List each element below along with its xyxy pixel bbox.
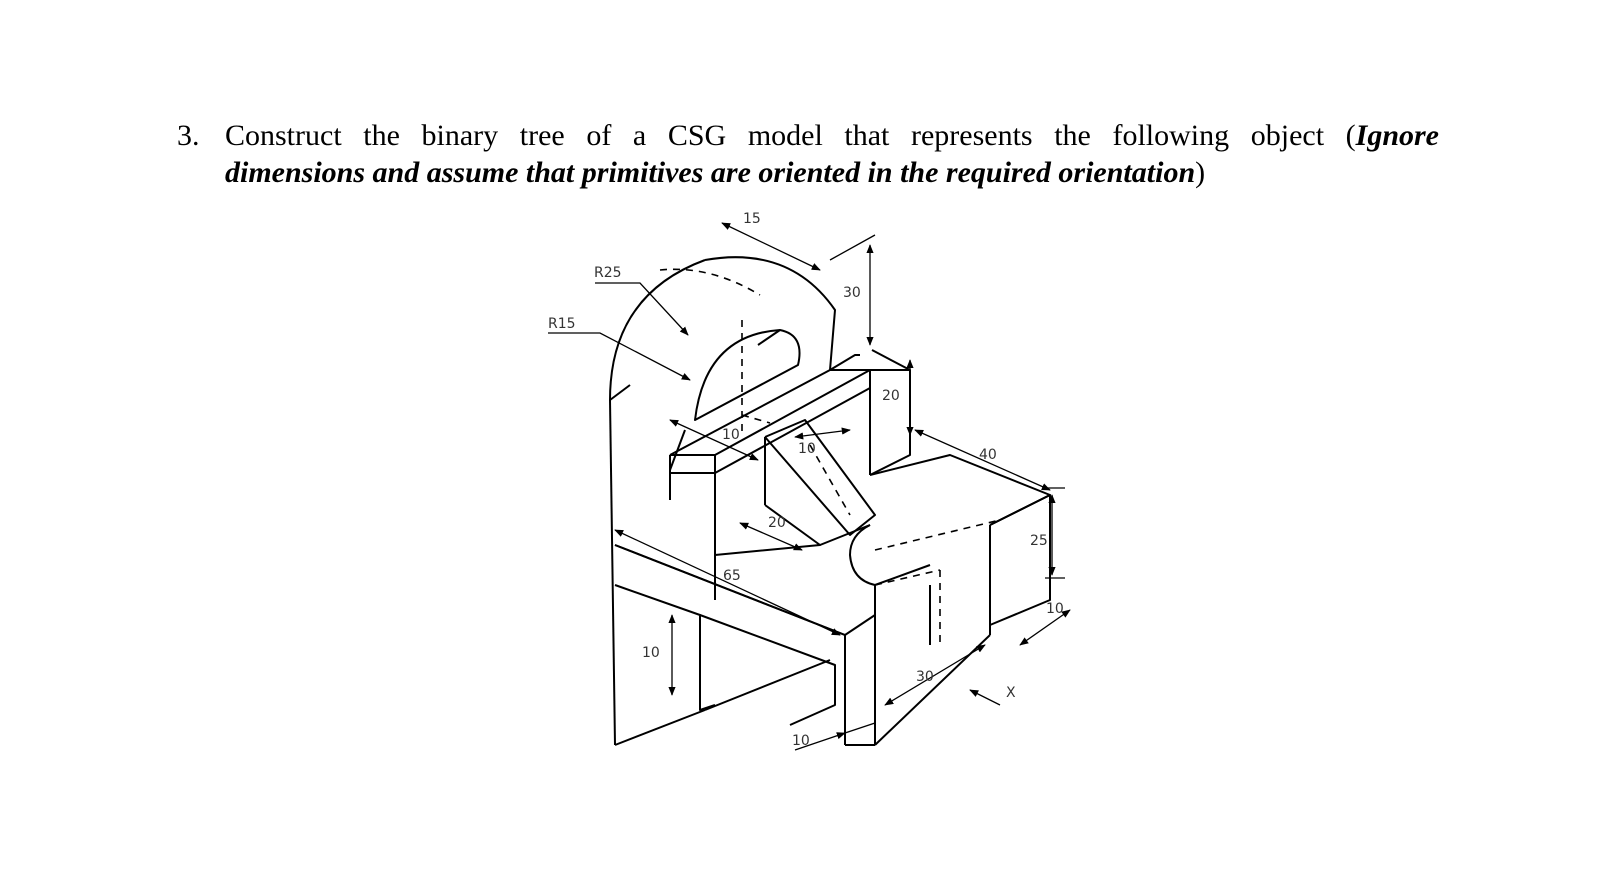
d-hole [694,329,801,421]
dim-label-40: 40 [979,447,997,463]
question-block: 3. Construct the binary tree of a CSG mo… [177,117,1439,191]
dim-label-65: 65 [723,568,741,584]
question-close-paren: ) [1195,156,1206,189]
question-emphasis-ignore: Ignore [1355,119,1439,152]
dim-label-10-rib: 10 [798,441,816,457]
dim-label-25: 25 [1030,533,1048,549]
question-line-1: 3. Construct the binary tree of a CSG mo… [177,117,1439,154]
dim-label-10-right: 10 [1046,601,1064,617]
dimension-lines [548,222,1071,751]
isometric-drawing-svg: 15 R25 R15 30 20 10 10 40 20 25 65 10 10… [548,211,1071,751]
dim-label-r25: R25 [594,265,622,281]
isometric-drawing: 15 R25 R15 30 20 10 10 40 20 25 65 10 10… [530,205,1110,765]
question-text-line-1: Construct the binary tree of a CSG model… [225,117,1439,154]
question-line-2: dimensions and assume that primitives ar… [177,154,1439,191]
dim-label-10-base: 10 [642,645,660,661]
dim-label-10-slot: 10 [722,427,740,443]
question-number: 3. [177,119,200,152]
dim-label-15: 15 [743,211,761,227]
dim-label-20-step: 20 [882,388,900,404]
question-text: Construct the binary tree of a CSG model… [225,119,1356,152]
dim-label-10-bottom: 10 [792,733,810,749]
dim-label-30-top: 30 [843,285,861,301]
hidden-lines [659,268,1001,645]
upright-outer-arc [609,259,706,401]
dim-label-30-bottom: 30 [916,669,934,685]
x-axis-label: X [1006,685,1016,701]
object-outline [609,256,1051,746]
dim-label-20-inner: 20 [768,515,786,531]
question-emphasis-instructions: dimensions and assume that primitives ar… [225,156,1196,189]
semicircle-cut [849,524,876,586]
dim-label-r15: R15 [548,316,576,332]
upright-left-edge [609,399,616,746]
